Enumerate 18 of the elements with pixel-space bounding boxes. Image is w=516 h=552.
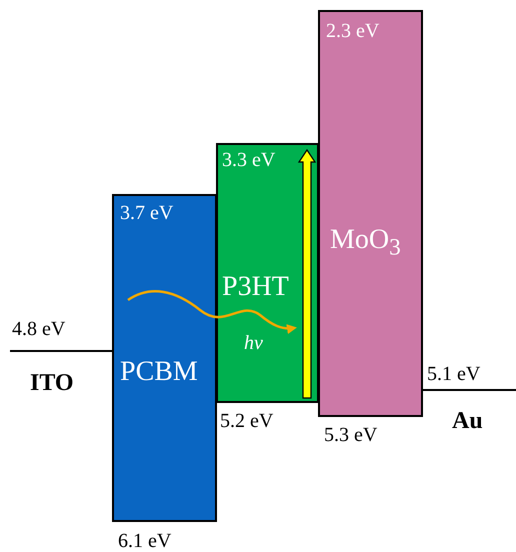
energy-value: 2.3 eV	[326, 20, 380, 43]
energy-value: 5.1 eV	[427, 363, 480, 386]
photon-symbol: hν	[244, 332, 263, 355]
electrode-name: ITO	[30, 370, 74, 397]
material-name: PCBM	[120, 356, 198, 388]
material-name: MoO$_{3}$	[330, 224, 401, 262]
energy-value: 3.3 eV	[222, 149, 276, 172]
energy-value: 6.1 eV	[118, 530, 172, 552]
electrode-name: Au	[452, 408, 483, 435]
energy-band-box	[216, 143, 319, 403]
energy-value: 4.8 eV	[12, 318, 66, 341]
energy-value: 5.3 eV	[324, 424, 378, 447]
energy-band-box	[318, 10, 423, 417]
photon-arrow	[127, 290, 297, 334]
energy-value: 5.2 eV	[220, 410, 274, 433]
energy-band-box	[112, 194, 217, 522]
energy-value: 3.7 eV	[120, 202, 174, 225]
material-name: P3HT	[222, 271, 289, 303]
